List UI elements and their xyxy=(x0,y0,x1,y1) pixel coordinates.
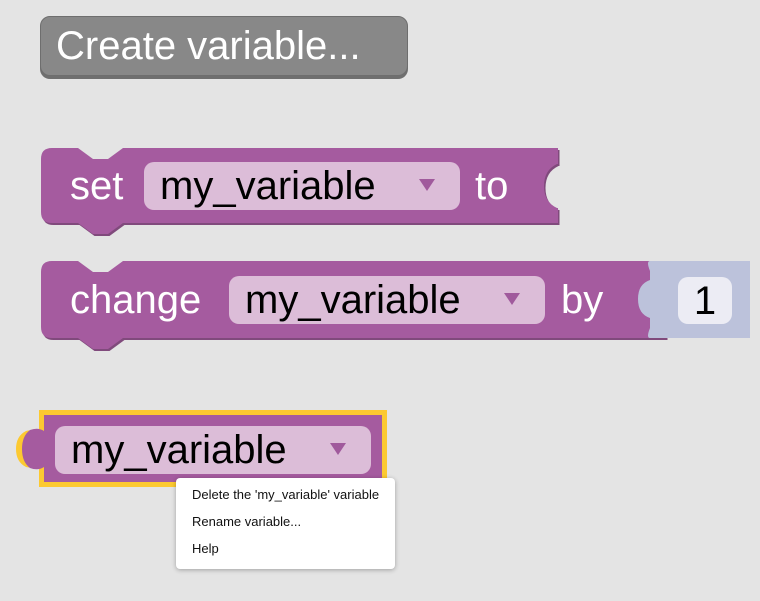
set-variable-name: my_variable xyxy=(160,164,376,208)
menu-item-delete-variable[interactable]: Delete the 'my_variable' variable xyxy=(192,487,380,502)
menu-item-help[interactable]: Help xyxy=(192,541,219,556)
change-by-keyword: by xyxy=(561,278,604,322)
block-context-menu: Delete the 'my_variable' variable Rename… xyxy=(176,478,395,569)
change-variable-dropdown[interactable]: my_variable xyxy=(229,276,545,324)
getter-variable-name: my_variable xyxy=(71,428,287,472)
change-variable-name: my_variable xyxy=(245,278,461,322)
menu-item-rename-variable[interactable]: Rename variable... xyxy=(192,514,302,529)
change-amount-number-field[interactable]: 1 xyxy=(678,277,732,324)
create-variable-button[interactable]: Create variable... xyxy=(40,16,408,76)
set-variable-dropdown[interactable]: my_variable xyxy=(144,162,460,210)
dropdown-arrow-icon xyxy=(330,443,346,455)
getter-variable-dropdown[interactable]: my_variable xyxy=(55,426,371,474)
dropdown-arrow-icon xyxy=(419,179,435,191)
set-to-keyword: to xyxy=(475,164,509,208)
set-keyword: set xyxy=(70,164,124,208)
dropdown-arrow-icon xyxy=(504,293,520,305)
change-keyword: change xyxy=(70,278,202,322)
